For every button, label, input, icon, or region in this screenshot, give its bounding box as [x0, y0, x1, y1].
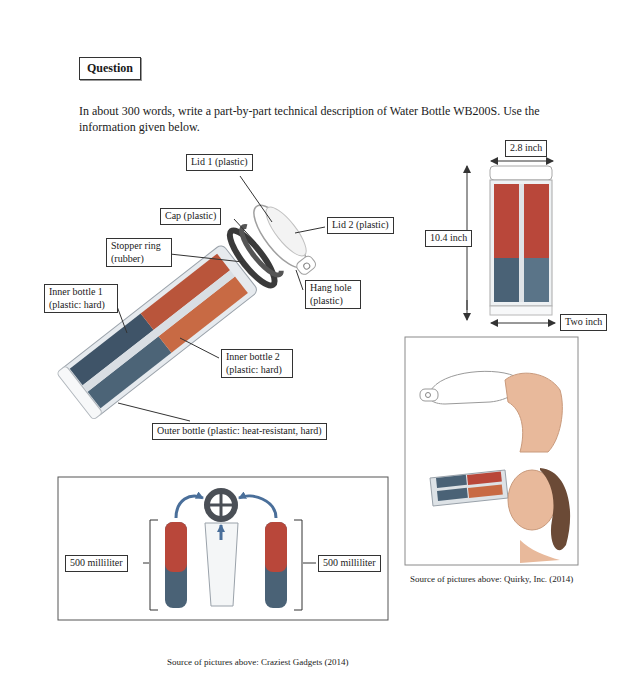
assembly-picture: [58, 477, 388, 620]
assembly-picture-part: [303, 563, 316, 564]
part-label: Stopper ring (rubber): [106, 238, 172, 267]
source-note: Source of pictures above: Craziest Gadge…: [167, 656, 427, 668]
label-text: Lid 2 (plastic): [332, 219, 389, 232]
assembly-picture-part: [265, 522, 287, 572]
upright-bottle: [490, 166, 552, 315]
leader-line-part: [295, 227, 325, 233]
assembly-picture-part: [165, 522, 187, 572]
photo-part: [405, 337, 578, 565]
label-text: Two inch: [565, 316, 602, 329]
label-text: Inner bottle 2 (plastic: hard): [226, 351, 288, 376]
part-label: Lid 2 (plastic): [327, 217, 394, 234]
dimension-arrow-part: [524, 323, 555, 324]
part-label: Outer bottle (plastic: heat-resistant, h…: [152, 423, 327, 440]
photo: [405, 337, 578, 565]
label-text: Cap (plastic): [165, 210, 216, 223]
leader-line-part: [234, 219, 256, 243]
assembly-picture-part: [143, 563, 149, 564]
upright-bottle-part: [490, 166, 552, 180]
part-label: Inner bottle 1 (plastic: hard): [44, 284, 118, 313]
leader-line-part: [240, 176, 272, 222]
assembly-picture-part: [294, 520, 302, 610]
upright-bottle-part: [494, 184, 520, 258]
leader-line-part: [170, 254, 243, 262]
volume-label: 500 milliliter: [318, 555, 381, 572]
label-text: Stopper ring (rubber): [111, 240, 167, 265]
exploded-bottle-part: [303, 262, 311, 270]
exploded-bottle-part: [295, 254, 318, 276]
source-note-box: Source of pictures above: Quirky, Inc. (…: [410, 573, 616, 585]
part-label: Lid 1 (plastic): [186, 154, 253, 171]
assembly-picture-part: [239, 496, 276, 518]
leader-line: [115, 176, 325, 421]
label-text: Hang hole (plastic): [310, 282, 356, 307]
upright-bottle-part: [490, 180, 552, 306]
instruction-text: In about 300 words, write a part-by-part…: [79, 103, 554, 135]
source-note-box: Source of pictures above: Craziest Gadge…: [167, 656, 427, 668]
label-text: Inner bottle 1 (plastic: hard): [49, 286, 113, 311]
exploded-bottle-part: [59, 244, 259, 419]
dimension-arrow-part: [491, 323, 524, 324]
label-text: 500 milliliter: [323, 557, 376, 570]
dimension-label: 2.8 inch: [505, 140, 547, 157]
upright-bottle-part: [519, 184, 524, 302]
dimension-arrow-part: [520, 161, 553, 162]
photo-part: [430, 470, 508, 506]
photo-part: [420, 389, 438, 401]
part-label: Cap (plastic): [160, 208, 221, 225]
assembly-picture-part: [176, 496, 203, 518]
assembly-picture-part: [265, 522, 287, 608]
volume-label: 500 milliliter: [65, 555, 128, 572]
leader-line-part: [180, 338, 219, 358]
exploded-bottle: [51, 195, 322, 432]
upright-bottle-part: [494, 258, 520, 302]
assembly-picture-part: [209, 504, 233, 507]
photo-part: [467, 471, 502, 484]
photo-part: [520, 540, 560, 563]
assembly-picture-part: [58, 477, 388, 620]
dimension-arrow-part: [491, 161, 520, 162]
upright-bottle-part: [523, 184, 549, 258]
leader-line-part: [118, 403, 190, 421]
part-label: Inner bottle 2 (plastic: hard): [221, 349, 293, 378]
label-text: 500 milliliter: [70, 557, 123, 570]
dimension-label: 10.4 inch: [425, 230, 472, 247]
photo-part: [436, 475, 467, 488]
label-text: 2.8 inch: [510, 142, 542, 155]
dimension-arrow-part: [467, 300, 468, 320]
label-text: Question: [87, 61, 133, 76]
assembly-picture-part: [150, 520, 158, 610]
dimension-arrow: [467, 161, 555, 323]
photo-part: [426, 393, 431, 398]
photo-part: [505, 373, 562, 452]
label-text: Lid 1 (plastic): [191, 156, 248, 169]
part-label: Hang hole (plastic): [305, 280, 361, 309]
dimension-arrow-part: [467, 166, 468, 176]
label-text: Outer bottle (plastic: heat-resistant, h…: [157, 425, 322, 438]
assembly-picture-part: [205, 523, 238, 606]
assembly-picture-part: [165, 522, 187, 608]
assembly-picture-part: [220, 525, 223, 540]
exploded-bottle-part: [159, 277, 248, 353]
leader-line-part: [296, 270, 303, 290]
upright-bottle-part: [490, 306, 552, 315]
assembly-picture-part: [207, 491, 235, 519]
dimension-label: Two inch: [560, 314, 607, 331]
photo-part: [540, 468, 570, 550]
photo-part: [437, 488, 468, 501]
instruction-text-box: In about 300 words, write a part-by-part…: [79, 103, 554, 135]
label-text: 10.4 inch: [430, 232, 467, 245]
source-note: Source of pictures above: Quirky, Inc. (…: [410, 573, 616, 585]
photo-part: [468, 484, 503, 497]
question-box: Question: [79, 57, 141, 80]
upright-bottle-part: [523, 258, 549, 302]
